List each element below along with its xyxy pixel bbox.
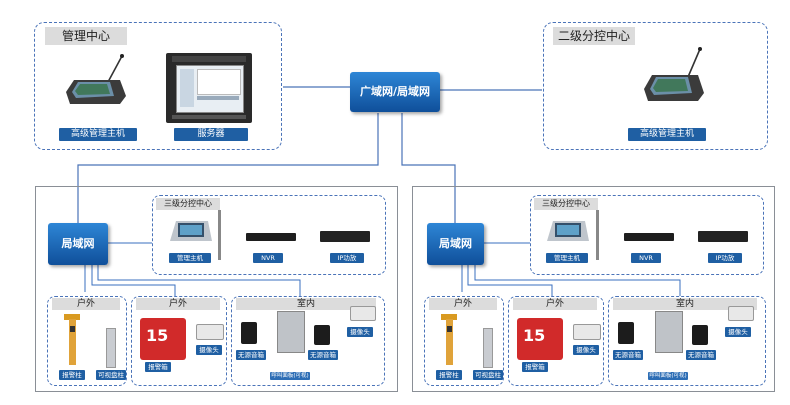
level2-control-center-title: 二级分控中心 bbox=[553, 27, 635, 45]
site1-outdoor2-title: 户外 bbox=[136, 298, 220, 310]
site2-lan-to-out2 bbox=[467, 265, 553, 296]
site1-level3-panel bbox=[152, 195, 386, 275]
camera-icon bbox=[196, 324, 224, 340]
site1-indoor-panel bbox=[231, 296, 385, 386]
alarm-pillar-icon bbox=[64, 314, 80, 366]
site2-outdoor1-title: 户外 bbox=[429, 298, 497, 310]
site2-indoor-panel bbox=[608, 296, 766, 386]
management-center-panel bbox=[34, 22, 282, 150]
site2-indoor-title: 室内 bbox=[613, 298, 757, 310]
site1-level3-title: 三级分控中心 bbox=[156, 198, 220, 210]
site1-outdoor1-title: 户外 bbox=[52, 298, 120, 310]
divider bbox=[596, 210, 599, 260]
call-panel-icon bbox=[655, 311, 683, 353]
link-wan-site1 bbox=[77, 113, 379, 225]
site1-nvr-label: NVR bbox=[253, 253, 283, 263]
site1-outdoor-camera-label: 摄像头 bbox=[196, 345, 222, 355]
divider bbox=[218, 210, 221, 260]
site2-pillar-label: 报警柱 bbox=[436, 370, 462, 380]
site2-level3-panel bbox=[530, 195, 764, 275]
site2-box-label: 报警箱 bbox=[522, 362, 548, 372]
speaker-icon bbox=[314, 325, 330, 345]
speaker-icon bbox=[618, 322, 634, 344]
nvr-device-icon bbox=[246, 233, 296, 241]
site2-outdoor1-panel bbox=[424, 296, 504, 386]
desk-console-icon bbox=[545, 215, 591, 247]
desk-console-icon bbox=[168, 215, 214, 247]
site2-outdoor2-title: 户外 bbox=[513, 298, 597, 310]
site1-lan-to-out2 bbox=[91, 265, 176, 296]
console-device-icon bbox=[638, 45, 708, 109]
site2-region bbox=[412, 186, 775, 392]
site1-amp-label: IP功放 bbox=[330, 253, 364, 263]
alarm-pillar-icon bbox=[441, 314, 457, 366]
speaker-icon bbox=[692, 325, 708, 345]
intercom-column-icon bbox=[106, 328, 116, 368]
alarm-box-number: 15 bbox=[523, 326, 546, 345]
alarm-box-number: 15 bbox=[146, 326, 169, 345]
site2-spk1-label: 无源音箱 bbox=[613, 350, 643, 360]
speaker-icon bbox=[241, 322, 257, 344]
alarm-box-icon: 15 bbox=[517, 318, 563, 360]
site1-outdoor1-panel bbox=[47, 296, 127, 386]
site2-panel-label: 呼叫面板(可视) bbox=[648, 372, 688, 380]
nvr-device-icon bbox=[624, 233, 674, 241]
site2-lan-box: 局域网 bbox=[427, 223, 484, 265]
link-wan-site2 bbox=[401, 113, 456, 225]
camera-icon bbox=[728, 306, 754, 321]
intercom-column-icon bbox=[483, 328, 493, 368]
site1-pillar-label: 报警柱 bbox=[59, 370, 85, 380]
level2-host-label: 高级管理主机 bbox=[628, 128, 706, 141]
wan-lan-box: 广域网/局域网 bbox=[350, 72, 440, 112]
server-label: 服务器 bbox=[174, 128, 248, 141]
site1-indoor-camera-label: 摄像头 bbox=[347, 327, 373, 337]
level2-control-center-panel bbox=[543, 22, 768, 150]
site2-indoor-camera-label: 摄像头 bbox=[725, 327, 751, 337]
site2-host-label: 管理主机 bbox=[546, 253, 588, 263]
site2-outdoor-camera-label: 摄像头 bbox=[573, 345, 599, 355]
site1-panel-label: 呼叫面板(可视) bbox=[270, 372, 310, 380]
site1-indoor-title: 室内 bbox=[236, 298, 376, 310]
console-device-icon bbox=[60, 52, 130, 112]
camera-icon bbox=[350, 306, 376, 321]
site1-box-label: 报警箱 bbox=[145, 362, 171, 372]
site1-lan-box: 局域网 bbox=[48, 223, 108, 265]
site2-intercom-label: 可视盘柱 bbox=[473, 370, 503, 380]
management-center-title: 管理中心 bbox=[45, 27, 127, 45]
site2-level3-title: 三级分控中心 bbox=[534, 198, 598, 210]
site1-lan-to-indoor bbox=[97, 265, 301, 296]
alarm-box-icon: 15 bbox=[140, 318, 186, 360]
site1-intercom-label: 可视盘柱 bbox=[96, 370, 126, 380]
ip-amplifier-icon bbox=[320, 231, 370, 242]
call-panel-icon bbox=[277, 311, 305, 353]
server-icon bbox=[166, 53, 252, 123]
site2-amp-label: IP功放 bbox=[708, 253, 742, 263]
site2-spk2-label: 无源音箱 bbox=[686, 350, 716, 360]
site1-spk1-label: 无源音箱 bbox=[236, 350, 266, 360]
site2-lan-to-indoor bbox=[474, 265, 681, 296]
site1-region bbox=[35, 186, 398, 392]
ip-amplifier-icon bbox=[698, 231, 748, 242]
site1-outdoor2-panel bbox=[131, 296, 227, 386]
site1-host-label: 管理主机 bbox=[169, 253, 211, 263]
advanced-host-label: 高级管理主机 bbox=[59, 128, 137, 141]
site2-outdoor2-panel bbox=[508, 296, 604, 386]
camera-icon bbox=[573, 324, 601, 340]
site1-spk2-label: 无源音箱 bbox=[308, 350, 338, 360]
site2-nvr-label: NVR bbox=[631, 253, 661, 263]
